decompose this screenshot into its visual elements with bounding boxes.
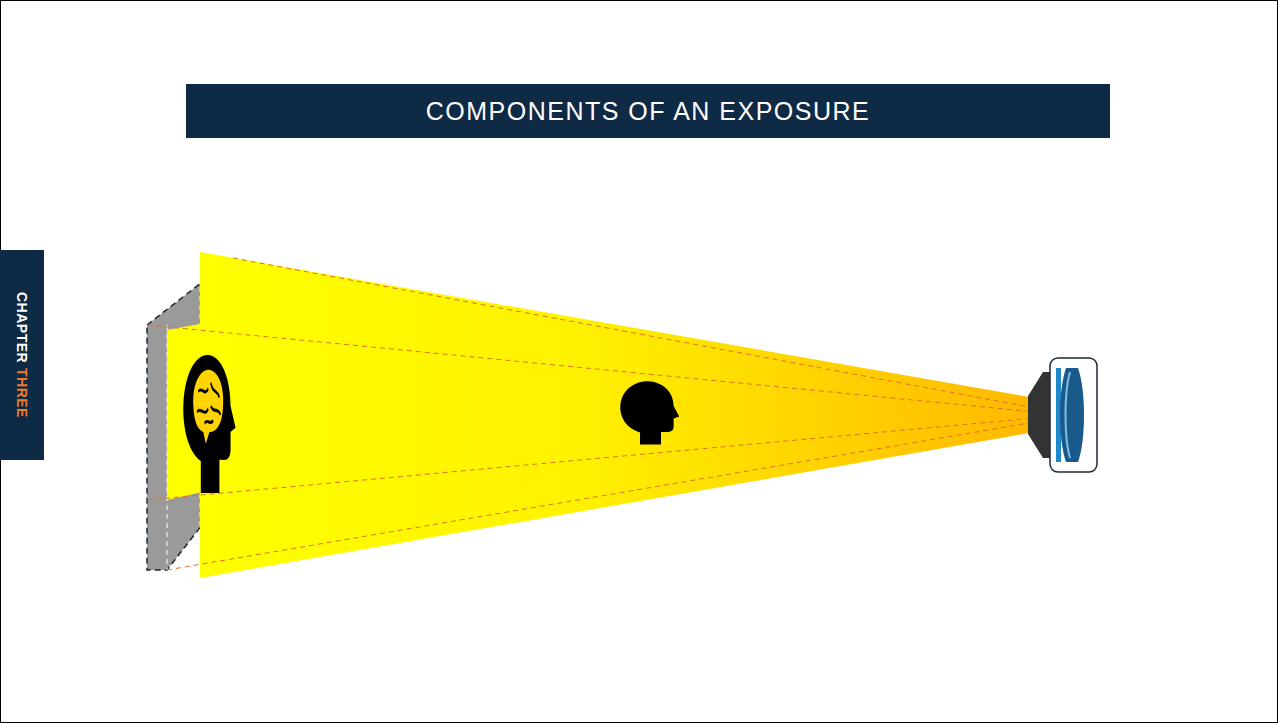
beam-rays: [147, 258, 1035, 570]
chapter-label: CHAPTER: [14, 292, 30, 363]
title-text: COMPONENTS OF AN EXPOSURE: [426, 97, 871, 126]
title-banner: COMPONENTS OF AN EXPOSURE: [186, 84, 1110, 138]
chapter-tab: CHAPTER THREE: [0, 250, 44, 460]
image-head: [183, 355, 235, 493]
chapter-label: THREE: [14, 368, 30, 418]
patient-head: [620, 381, 679, 444]
chapter-label-group: CHAPTER THREE: [14, 292, 30, 417]
x-ray-tube: [1028, 358, 1097, 472]
x-ray-beam: [200, 252, 1035, 578]
